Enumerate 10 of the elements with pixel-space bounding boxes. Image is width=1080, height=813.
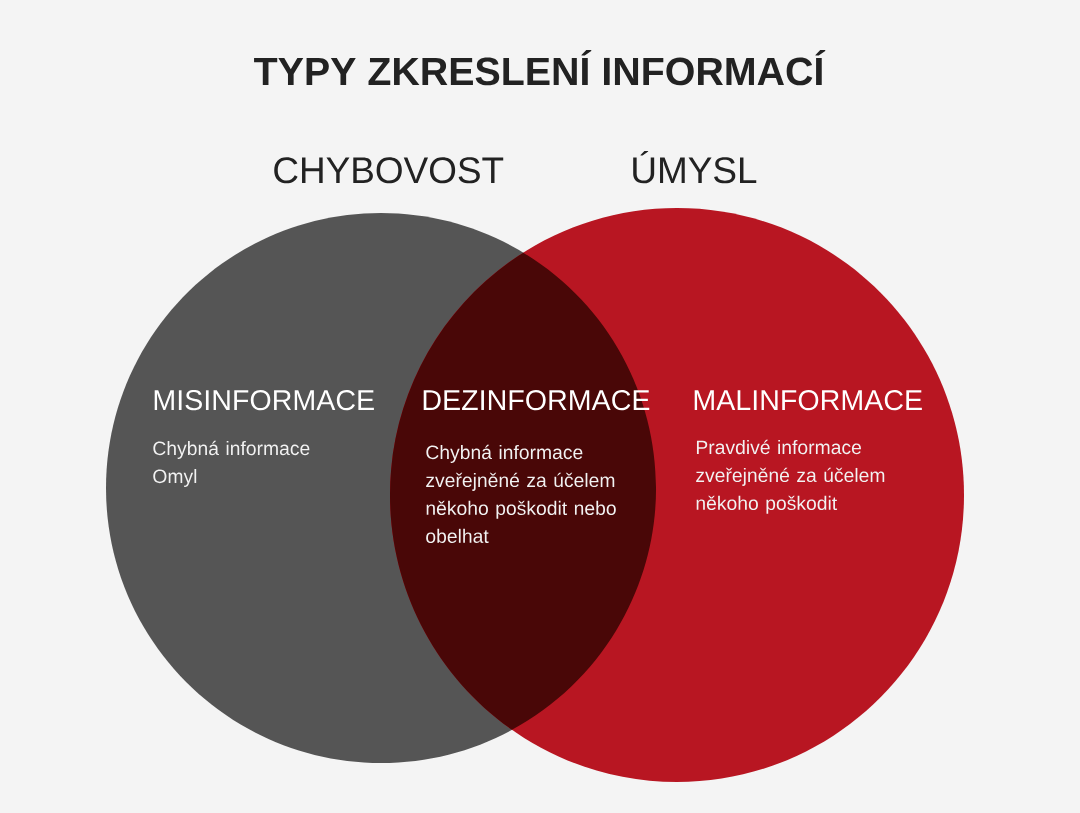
description-text: Chybná informace zveřejněné za účelem někoho poškodit nebo obelhat xyxy=(426,444,616,543)
description-text: Pravdivé informace zveřejněné za účelem někoho poškodit xyxy=(696,439,885,514)
category-heading: DEZINFORMACE xyxy=(423,390,650,411)
category-heading: MISINFORMACE xyxy=(154,390,374,411)
category-heading: MALINFORMACE xyxy=(694,390,922,411)
title: TYPY ZKRESLENÍ INFORMACÍ xyxy=(254,50,826,86)
description-text: Chybná informace xyxy=(153,440,310,459)
set-label: ÚMYSL xyxy=(633,151,757,184)
set-label: CHYBOVOST xyxy=(274,157,504,184)
description-text: Omyl xyxy=(153,469,197,487)
